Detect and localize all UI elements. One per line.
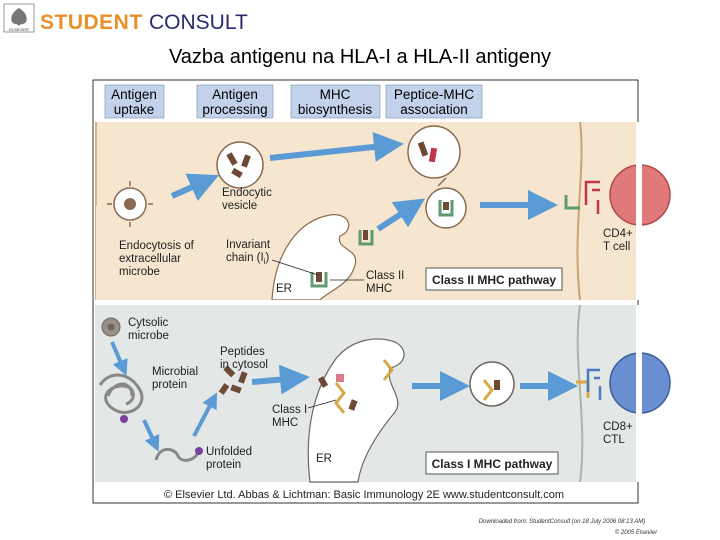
- footer-download-note: Downloaded from: StudentConsult (on 18 J…: [479, 519, 646, 525]
- class-i-vesicle: [469, 361, 515, 407]
- label-text: ): [266, 252, 270, 264]
- label-text: vesicle: [222, 200, 257, 212]
- logo-word-student: STUDENT: [40, 11, 143, 34]
- label-text: CTL: [603, 434, 625, 446]
- er-membrane-upper: [271, 214, 357, 301]
- label-text: Antigen: [111, 87, 157, 102]
- label-text: association: [400, 102, 468, 117]
- label-invariant-chain: Invariant: [226, 239, 271, 251]
- label-text: Peptice-MHC: [394, 87, 475, 102]
- label-endocytic-vesicle: Endocytic: [222, 187, 272, 199]
- endocytosis-pit: [96, 176, 166, 300]
- label-text: processing: [202, 102, 267, 117]
- label-class-i-mhc: Class I: [272, 404, 307, 416]
- unfolded-protein: [154, 447, 200, 462]
- er-membrane-lower: [307, 338, 405, 483]
- label-text: Class II MHC pathway: [432, 273, 556, 287]
- label-text: microbe: [128, 330, 169, 342]
- svg-text:chain (Ii): chain (Ii): [226, 252, 270, 266]
- label-text: MHC: [320, 87, 351, 102]
- microbial-protein: [98, 373, 144, 414]
- label-text: uptake: [114, 102, 155, 117]
- label-text: protein: [152, 379, 187, 391]
- header-label-uptake: Antigen uptake: [104, 84, 165, 119]
- logo-word-consult: CONSULT: [149, 11, 248, 34]
- label-text: MHC: [366, 283, 392, 295]
- label-microbial-protein: Microbial: [152, 366, 198, 378]
- publisher-mark: ELSEVIER: [3, 3, 35, 33]
- label-text: chain (I: [226, 252, 264, 264]
- figure-credit: © Elsevier Ltd. Abbas & Lichtman: Basic …: [164, 489, 564, 501]
- page-title: Vazba antigenu na HLA-I a HLA-II antigen…: [169, 46, 551, 68]
- endocytic-vesicle: [216, 141, 264, 189]
- publisher-mark-text: ELSEVIER: [9, 27, 29, 32]
- header-label-biosynthesis: MHC biosynthesis: [290, 84, 381, 119]
- label-text: protein: [206, 459, 241, 471]
- label-unfolded-protein: Unfolded: [206, 446, 252, 458]
- class-ii-pathway-box: Class II MHC pathway: [425, 267, 563, 291]
- label-endocytosis: Endocytosis of: [119, 240, 195, 252]
- footer-copyright: © 2005 Elsevier: [615, 529, 658, 536]
- label-text: Antigen: [212, 87, 258, 102]
- label-text: in cytosol: [220, 359, 268, 371]
- label-text: microbe: [119, 266, 160, 278]
- label-er-upper: ER: [276, 283, 292, 295]
- label-cd4-t-cell: CD4+: [603, 228, 633, 240]
- label-peptides-in-cytosol: Peptides: [220, 346, 265, 358]
- label-cd8-ctl: CD8+: [603, 421, 633, 433]
- class-i-pathway-box: Class I MHC pathway: [425, 451, 559, 475]
- label-text: MHC: [272, 417, 298, 429]
- label-text: Class I MHC pathway: [432, 457, 553, 471]
- header-label-processing: Antigen processing: [196, 84, 274, 119]
- label-er-lower: ER: [316, 453, 332, 465]
- label-cytosolic-microbe: Cytsolic: [128, 317, 169, 329]
- label-text: i: [264, 257, 266, 266]
- label-class-ii-mhc: Class II: [366, 270, 404, 282]
- label-text: biosynthesis: [298, 102, 373, 117]
- label-text: T cell: [603, 241, 630, 253]
- header-label-association: Peptice-MHC association: [385, 84, 483, 119]
- label-text: extracellular: [119, 253, 181, 265]
